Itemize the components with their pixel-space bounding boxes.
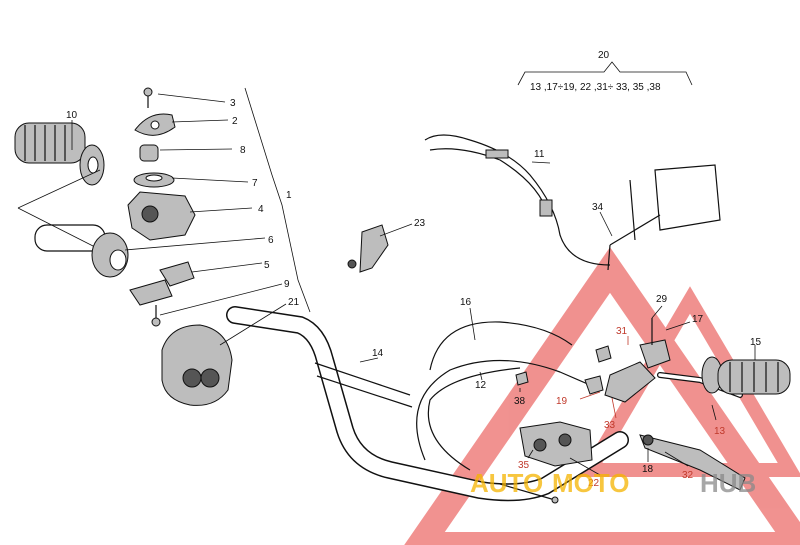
callout-21: 21: [288, 297, 300, 308]
callout-5: 5: [264, 260, 270, 271]
callout-3: 3: [230, 98, 236, 109]
callout-1: 1: [286, 190, 292, 201]
callout-20: 20: [598, 50, 610, 61]
callout-2: 2: [232, 116, 238, 127]
kit-bracket: [517, 61, 693, 86]
watermark-text: AUTO MOTO HUB: [470, 468, 756, 498]
handlebar: [226, 306, 629, 502]
callout-12: 12: [475, 380, 487, 391]
callout-11: 11: [534, 149, 545, 160]
callout-9: 9: [284, 279, 290, 290]
callout-4: 4: [258, 204, 264, 215]
callout-35: 35: [518, 460, 530, 471]
switch-housing: [161, 324, 233, 406]
watermark-auto: AUTO: [470, 468, 543, 498]
callout-14: 14: [372, 348, 384, 359]
callout-8: 8: [240, 145, 246, 156]
callout-10: 10: [66, 110, 78, 121]
group-bracket-1: [244, 87, 311, 313]
callout-38: 38: [514, 396, 526, 407]
callout-13: 13: [714, 426, 726, 437]
mirror: [607, 164, 721, 271]
callout-16: 16: [460, 297, 472, 308]
callout-17: 17: [692, 314, 704, 325]
callout-22: 22: [588, 478, 600, 489]
watermark-logo: [404, 247, 800, 545]
callout-34: 34: [592, 202, 604, 213]
throttle-tube: [17, 169, 129, 278]
callout-33: 33: [604, 420, 616, 431]
right-controls: [515, 318, 791, 491]
throttle-housing-parts: [127, 87, 196, 327]
callout-7: 7: [252, 178, 258, 189]
callout-31: 31: [616, 326, 628, 337]
leader-lines: [71, 93, 756, 476]
callout-labels: 10 3 2 8 7 1 4 6 5 9 21 20 13 ,17÷19, 22…: [66, 50, 762, 489]
watermark-moto: MOTO: [552, 468, 630, 498]
watermark-hub: HUB: [700, 468, 756, 498]
left-grip: [14, 122, 105, 186]
callout-6: 6: [268, 235, 274, 246]
kit-contents: 13 ,17÷19, 22 ,31÷ 33, 35 ,38: [530, 82, 661, 93]
cables: [416, 134, 611, 504]
callout-23: 23: [414, 218, 426, 229]
callout-32: 32: [682, 470, 694, 481]
callout-18: 18: [642, 464, 654, 475]
callout-29: 29: [656, 294, 668, 305]
callout-19: 19: [556, 396, 568, 407]
clamp: [347, 224, 389, 273]
callout-15: 15: [750, 337, 762, 348]
